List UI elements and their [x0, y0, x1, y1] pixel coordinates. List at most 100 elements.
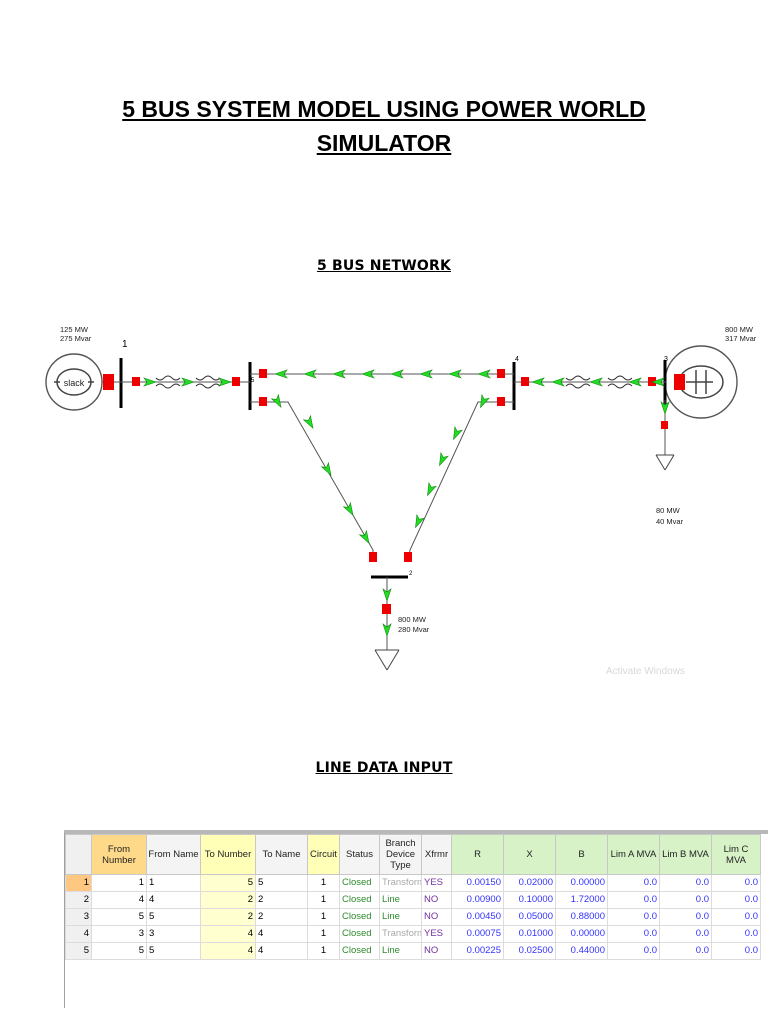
cell-xfrmr[interactable]: NO	[421, 942, 452, 960]
generator-1[interactable]: slack	[45, 353, 103, 411]
cell-r[interactable]: 0.00075	[451, 925, 504, 943]
col-header[interactable]: X	[503, 834, 556, 875]
cell-lim-b[interactable]: 0.0	[659, 874, 712, 892]
cell-circuit[interactable]: 1	[307, 942, 340, 960]
cell-xfrmr[interactable]: YES	[421, 874, 452, 892]
cell-to-num[interactable]: 5	[200, 874, 256, 892]
cell-from-num[interactable]: 3	[91, 925, 147, 943]
breaker[interactable]	[521, 377, 529, 386]
col-header[interactable]: Lim C MVA	[711, 834, 761, 875]
cell-to-num[interactable]: 2	[200, 891, 256, 909]
line-data-grid[interactable]: From Number From Name To Number To Name …	[64, 830, 768, 1008]
cell-to-name[interactable]: 4	[255, 925, 308, 943]
cell-x[interactable]: 0.02000	[503, 874, 556, 892]
cell-circuit[interactable]: 1	[307, 874, 340, 892]
cell-r[interactable]: 0.00225	[451, 942, 504, 960]
cell-to-name[interactable]: 4	[255, 942, 308, 960]
breaker[interactable]	[259, 397, 267, 406]
breaker[interactable]	[497, 397, 505, 406]
col-header[interactable]: Branch Device Type	[379, 834, 422, 875]
cell-to-name[interactable]: 5	[255, 874, 308, 892]
cell-to-num[interactable]: 2	[200, 908, 256, 926]
col-header[interactable]: Status	[339, 834, 380, 875]
cell-from-num[interactable]: 5	[91, 942, 147, 960]
cell-x[interactable]: 0.02500	[503, 942, 556, 960]
load-2[interactable]	[374, 649, 400, 671]
col-header[interactable]: To Number	[200, 834, 256, 875]
cell-status[interactable]: Closed	[339, 874, 380, 892]
cell-b[interactable]: 0.00000	[555, 874, 608, 892]
breaker[interactable]	[103, 374, 114, 390]
cell-lim-a[interactable]: 0.0	[607, 874, 660, 892]
cell-lim-a[interactable]: 0.0	[607, 908, 660, 926]
cell-to-num[interactable]: 4	[200, 925, 256, 943]
cell-from-name[interactable]: 1	[146, 874, 201, 892]
cell-status[interactable]: Closed	[339, 942, 380, 960]
cell-from-name[interactable]: 3	[146, 925, 201, 943]
cell-from-name[interactable]: 5	[146, 942, 201, 960]
cell-status[interactable]: Closed	[339, 891, 380, 909]
cell-to-name[interactable]: 2	[255, 908, 308, 926]
row-number[interactable]: 4	[65, 925, 92, 943]
row-number[interactable]: 1	[65, 874, 92, 892]
cell-type[interactable]: Transformer	[379, 925, 422, 943]
cell-r[interactable]: 0.00450	[451, 908, 504, 926]
load-3[interactable]	[655, 454, 675, 471]
cell-lim-a[interactable]: 0.0	[607, 942, 660, 960]
cell-lim-c[interactable]: 0.0	[711, 891, 761, 909]
cell-type[interactable]: Line	[379, 891, 422, 909]
cell-xfrmr[interactable]: NO	[421, 891, 452, 909]
cell-lim-c[interactable]: 0.0	[711, 925, 761, 943]
cell-type[interactable]: Transformer	[379, 874, 422, 892]
cell-circuit[interactable]: 1	[307, 908, 340, 926]
cell-status[interactable]: Closed	[339, 908, 380, 926]
cell-to-num[interactable]: 4	[200, 942, 256, 960]
cell-circuit[interactable]: 1	[307, 891, 340, 909]
col-header[interactable]: Xfrmr	[421, 834, 452, 875]
row-number[interactable]: 5	[65, 942, 92, 960]
cell-r[interactable]: 0.00900	[451, 891, 504, 909]
cell-to-name[interactable]: 2	[255, 891, 308, 909]
cell-type[interactable]: Line	[379, 942, 422, 960]
cell-x[interactable]: 0.10000	[503, 891, 556, 909]
breaker[interactable]	[648, 377, 656, 386]
cell-type[interactable]: Line	[379, 908, 422, 926]
breaker[interactable]	[232, 377, 240, 386]
cell-xfrmr[interactable]: YES	[421, 925, 452, 943]
cell-lim-c[interactable]: 0.0	[711, 908, 761, 926]
corner-cell[interactable]	[65, 834, 92, 875]
col-header[interactable]: B	[555, 834, 608, 875]
col-header[interactable]: R	[451, 834, 504, 875]
col-header[interactable]: Circuit	[307, 834, 340, 875]
cell-r[interactable]: 0.00150	[451, 874, 504, 892]
cell-from-num[interactable]: 4	[91, 891, 147, 909]
cell-b[interactable]: 1.72000	[555, 891, 608, 909]
row-number[interactable]: 3	[65, 908, 92, 926]
cell-from-num[interactable]: 1	[91, 874, 147, 892]
cell-lim-c[interactable]: 0.0	[711, 874, 761, 892]
cell-from-name[interactable]: 4	[146, 891, 201, 909]
breaker[interactable]	[382, 604, 391, 614]
col-header[interactable]: To Name	[255, 834, 308, 875]
cell-lim-b[interactable]: 0.0	[659, 908, 712, 926]
breaker[interactable]	[404, 552, 412, 562]
breaker[interactable]	[674, 374, 685, 390]
cell-lim-a[interactable]: 0.0	[607, 925, 660, 943]
col-header[interactable]: Lim A MVA	[607, 834, 660, 875]
cell-xfrmr[interactable]: NO	[421, 908, 452, 926]
breaker[interactable]	[259, 369, 267, 378]
cell-lim-b[interactable]: 0.0	[659, 925, 712, 943]
cell-lim-a[interactable]: 0.0	[607, 891, 660, 909]
breaker[interactable]	[369, 552, 377, 562]
generator-3[interactable]	[664, 345, 738, 419]
cell-x[interactable]: 0.05000	[503, 908, 556, 926]
cell-lim-b[interactable]: 0.0	[659, 942, 712, 960]
table-row[interactable]: 111551ClosedTransformerYES0.001500.02000…	[65, 874, 761, 892]
cell-x[interactable]: 0.01000	[503, 925, 556, 943]
cell-b[interactable]: 0.44000	[555, 942, 608, 960]
cell-b[interactable]: 0.88000	[555, 908, 608, 926]
col-header[interactable]: From Number	[91, 834, 147, 875]
